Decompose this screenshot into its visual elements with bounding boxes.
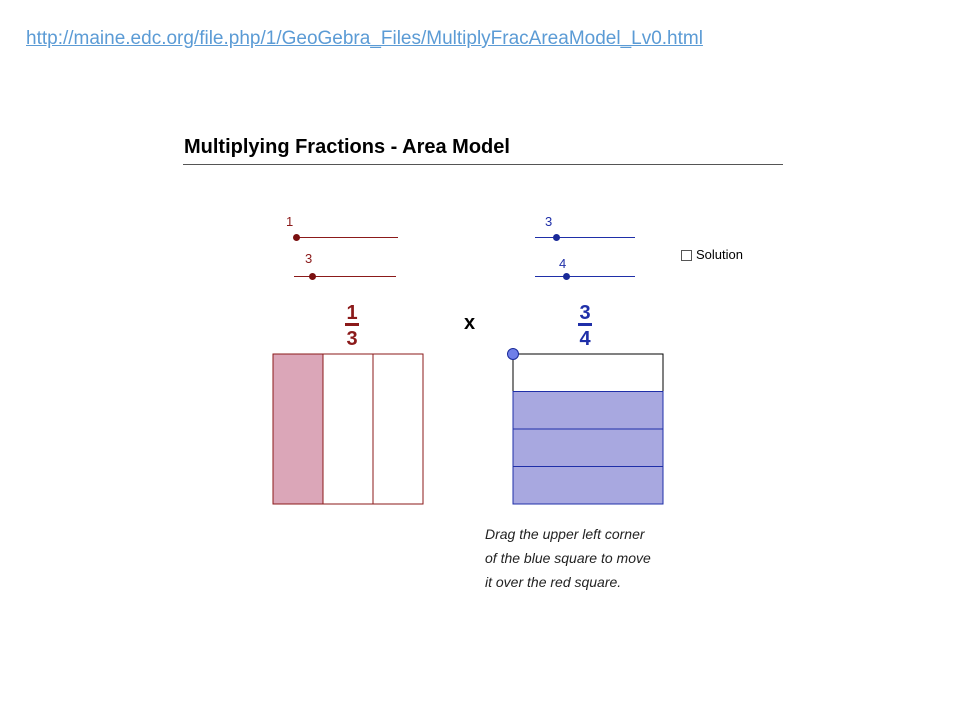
red-numerator-slider-track[interactable] [296, 237, 398, 238]
blue-fraction-bar [578, 323, 592, 326]
page-title: Multiplying Fractions - Area Model [184, 136, 510, 158]
instruction-line-2: of the blue square to move [485, 550, 651, 566]
title-divider [183, 164, 783, 165]
blue-row-4 [512, 466, 664, 505]
blue-area-model[interactable] [507, 348, 664, 505]
blue-numerator-slider-value: 3 [545, 214, 553, 229]
red-denominator-slider-track[interactable] [294, 276, 396, 277]
blue-numerator-slider-knob[interactable] [553, 234, 560, 241]
blue-denominator-slider-knob[interactable] [563, 273, 570, 280]
red-denominator-slider-value: 3 [305, 251, 313, 266]
red-column-1 [272, 353, 324, 505]
blue-row-1 [512, 353, 664, 392]
blue-denominator-slider-value: 4 [559, 256, 567, 271]
drag-handle-point[interactable] [507, 348, 519, 360]
red-fraction-bar [345, 323, 359, 326]
red-numerator-slider-value: 1 [286, 214, 294, 229]
blue-denominator-slider-track[interactable] [535, 276, 635, 277]
red-column-3 [372, 353, 424, 505]
red-column-2 [322, 353, 374, 505]
red-numerator-slider-knob[interactable] [293, 234, 300, 241]
blue-fraction-denominator: 4 [579, 328, 591, 350]
red-area-model [272, 353, 424, 505]
red-denominator-slider-knob[interactable] [309, 273, 316, 280]
blue-numerator-slider-track[interactable] [535, 237, 635, 238]
multiply-operator: x [464, 312, 476, 334]
solution-checkbox[interactable] [681, 250, 692, 261]
instruction-line-3: it over the red square. [485, 574, 622, 590]
blue-row-2 [512, 391, 664, 430]
source-url-link[interactable]: http://maine.edc.org/file.php/1/GeoGebra… [26, 28, 703, 49]
red-fraction-numerator: 1 [346, 302, 358, 324]
instruction-line-1: Drag the upper left corner [485, 526, 645, 542]
red-fraction-denominator: 3 [346, 328, 358, 350]
solution-label[interactable]: Solution [696, 247, 743, 262]
blue-row-3 [512, 428, 664, 467]
blue-fraction-numerator: 3 [579, 302, 591, 324]
instructions: Drag the upper left corner of the blue s… [485, 522, 651, 594]
